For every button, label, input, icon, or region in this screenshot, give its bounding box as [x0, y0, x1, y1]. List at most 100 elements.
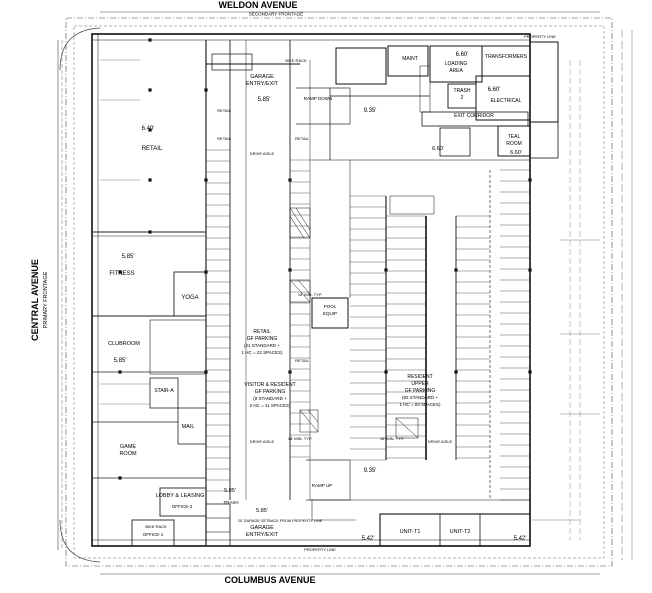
- parking-retail-line-2: GF PARKING: [247, 336, 278, 342]
- room-label-unit-t1: UNIT-T1: [400, 529, 421, 535]
- parking-resident-line-1: RESIDENT: [407, 374, 432, 380]
- elevation-marker: 5.85': [224, 488, 236, 494]
- room-label-exit-corridor: EXIT CORRIDOR: [454, 113, 494, 119]
- room-label-clubroom: CLUBROOM: [108, 341, 140, 347]
- parking-stalls-west: [206, 149, 310, 492]
- drive-aisle-label: DRIVE AISLE: [250, 151, 275, 156]
- elevation-marker: 5.42': [514, 536, 527, 542]
- structural-column: [148, 88, 152, 92]
- elevation-marker: 5.85': [122, 254, 135, 260]
- room-label-garage-south: GARAGE: [250, 525, 274, 531]
- street-north-name: WELDON AVENUE: [218, 0, 297, 10]
- elevation-marker: 6.60': [488, 87, 501, 93]
- parking-resident-line-5: 1 HC = 83 SPACES): [399, 402, 441, 407]
- property-line-label: PROPERTY LINE: [524, 34, 556, 39]
- parking-stalls-mid: [350, 195, 386, 461]
- annotation-leaders: [100, 59, 600, 521]
- ramp-down-label: RAMP DOWN: [304, 96, 332, 101]
- property-lines: [57, 11, 633, 575]
- bike-rack-label: BIKE RACK: [285, 58, 307, 63]
- parking-visitor-line-4: 2 HC = 11 SPACES): [250, 403, 291, 408]
- parking-visitor-line-2: GF PARKING: [255, 389, 286, 395]
- parking-stalls-east: [386, 215, 490, 459]
- drive-aisle-label: DRIVE AISLE: [428, 439, 453, 444]
- street-north-sub: SECONDARY FRONTAGE: [249, 12, 303, 17]
- room-label-trash-south: TRASH: [223, 500, 238, 505]
- room-label-lobby: LOBBY & LEASING: [156, 493, 205, 499]
- room-label-garage-south-sub: ENTRY/EXIT: [246, 532, 279, 538]
- parking-resident-line-4: (82 STANDARD +: [402, 395, 438, 400]
- parking-retail-line-4: 1 HC = 22 SPACES): [241, 350, 283, 355]
- structural-column: [528, 268, 532, 272]
- room-label-teal: TEAL: [508, 134, 521, 140]
- elevation-marker: 9.35': [364, 108, 377, 114]
- structural-column: [204, 88, 208, 92]
- accessible-stall-hatches: [289, 207, 419, 439]
- structural-column: [528, 178, 532, 182]
- room-label-pool-equip-sub: EQUIP: [323, 311, 337, 316]
- room-label-teal-sub: ROOM: [506, 141, 522, 147]
- elevation-marker: 6.60': [510, 150, 522, 156]
- room-label-electrical: ELECTRICAL: [491, 98, 522, 104]
- room-label-fitness: FITNESS: [109, 271, 134, 277]
- min-typ-label: 18' MIN. TYP.: [380, 436, 404, 441]
- retail-stack-label: RETAIL: [295, 136, 309, 141]
- elevation-marker: 5.42': [362, 536, 375, 542]
- elevation-marker: 6.60': [456, 52, 469, 58]
- parking-visitor-line-3: (9 STANDARD +: [253, 396, 287, 401]
- parking-block-labels: RETAIL GF PARKING (21 STANDARD + 1 HC = …: [241, 329, 441, 408]
- room-label-office-1: OFFICE-1: [143, 532, 164, 537]
- structural-column: [118, 476, 122, 480]
- room-label-trash-2-sub: 2: [461, 95, 464, 101]
- room-label-retail: RETAIL: [142, 146, 163, 152]
- min-typ-label: 18' MIN. TYP.: [288, 436, 312, 441]
- misc-labels: RETAIL RETAIL RETAIL RETAIL RAMP DOWN RA…: [145, 34, 556, 552]
- room-label-mail: MAIL: [182, 424, 195, 430]
- street-labels: WELDON AVENUE SECONDARY FRONTAGE COLUMBU…: [30, 0, 316, 585]
- room-label-loading: LOADING: [445, 61, 468, 67]
- street-west-sub: PRIMARY FRONTAGE: [43, 271, 49, 328]
- elevation-markers: 6.40' 5.85' 5.85' 5.85' 5.85' 9.35' 9.35…: [114, 52, 527, 542]
- room-label-game: GAME: [120, 444, 137, 450]
- ramp-up-label: RAMP UP: [312, 483, 332, 488]
- room-label-trash-2: TRASH: [454, 88, 471, 94]
- room-label-game-sub: ROOM: [119, 451, 137, 457]
- parking-structure: [310, 159, 530, 501]
- structural-column: [148, 178, 152, 182]
- elevation-marker: 5.85': [256, 508, 268, 514]
- structural-column: [148, 38, 152, 42]
- min-typ-label: 18' MIN. TYP.: [298, 292, 322, 297]
- structural-column: [204, 370, 208, 374]
- bike-rack-label: BIKE RACK: [145, 524, 167, 529]
- parking-visitor-line-1: VISITOR & RESIDENT: [244, 382, 295, 388]
- parking-resident-line-2: UPPER: [411, 381, 429, 387]
- elevation-marker: 6.40': [142, 126, 155, 132]
- room-label-garage-north: GARAGE: [250, 74, 274, 80]
- room-label-garage-north-sub: ENTRY/EXIT: [246, 81, 279, 87]
- structural-column: [204, 270, 208, 274]
- retail-stack-label: RETAIL: [217, 108, 231, 113]
- structural-column: [528, 370, 532, 374]
- street-south-name: COLUMBUS AVENUE: [224, 575, 315, 585]
- elevation-marker: 6.60': [432, 146, 444, 152]
- property-line-label: PROPERTY LINE: [304, 547, 336, 552]
- parking-retail-line-1: RETAIL: [253, 329, 270, 335]
- room-label-office-2: OFFICE-2: [172, 504, 193, 509]
- room-label-yoga: YOGA: [181, 295, 198, 301]
- room-label-maint: MAINT: [402, 56, 418, 62]
- room-label-transformers: TRANSFORMERS: [485, 54, 528, 60]
- elevation-marker: 9.35': [364, 468, 377, 474]
- structural-column: [148, 230, 152, 234]
- structural-column: [148, 128, 152, 132]
- structural-column: [118, 370, 122, 374]
- parking-resident-line-3: GF PARKING: [405, 388, 436, 394]
- drive-aisle-label: DRIVE AISLE: [250, 439, 275, 444]
- structural-column: [118, 270, 122, 274]
- garage-setback-label: 20' GARAGE SETBACK FROM PROPERTY LINE: [238, 519, 323, 523]
- parking-retail-line-3: (21 STANDARD +: [244, 343, 280, 348]
- room-label-loading-sub: AREA: [449, 68, 463, 74]
- service-core: [206, 45, 531, 160]
- room-labels: RETAIL FITNESS YOGA CLUBROOM STAIR-A MAI…: [108, 54, 528, 538]
